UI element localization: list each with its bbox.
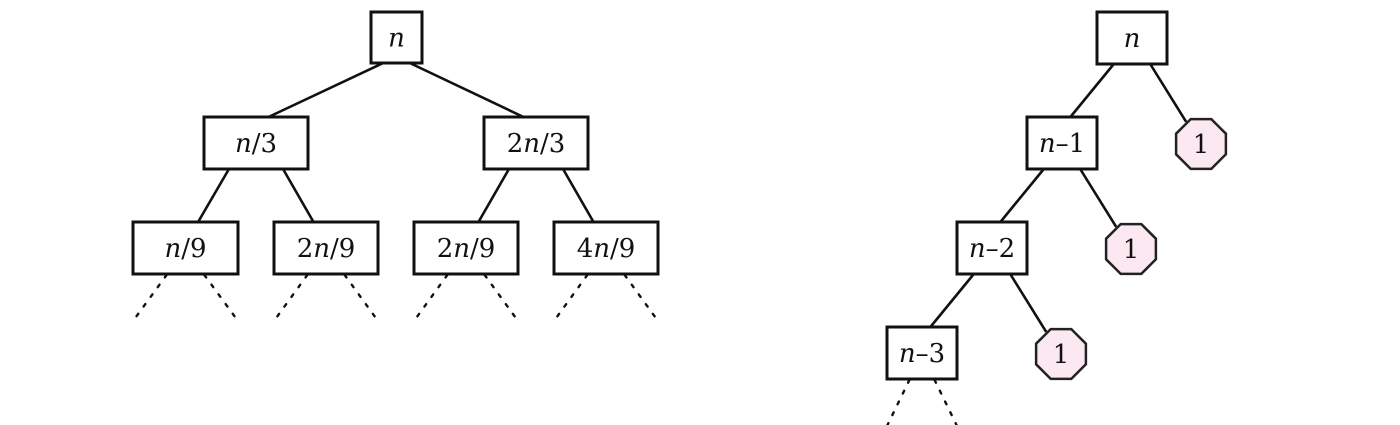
tree-node: n–1 (1025, 115, 1099, 171)
node-label: n/9 (164, 234, 206, 264)
continuation-line (933, 378, 958, 425)
tree-edge (409, 61, 525, 119)
box-shape (272, 220, 380, 276)
tree-node: 2n/9 (412, 220, 520, 276)
linear-recursion-tree: n n–1 1 n–2 1 n–3 1 (885, 10, 1228, 425)
tree-node: 4n/9 (552, 220, 660, 276)
node-label: 1 (1193, 130, 1210, 160)
tree-node: n (1095, 10, 1169, 66)
node-label: 2n/9 (297, 234, 356, 264)
continuation-line (483, 273, 520, 323)
node-label: n–1 (1039, 129, 1085, 159)
box-shape (131, 220, 240, 276)
box-shape (1025, 115, 1099, 171)
tree-edge (267, 61, 384, 119)
tree-edge (281, 168, 315, 223)
tree-edge (1069, 63, 1115, 118)
node-label: 4n/9 (577, 234, 636, 264)
tree-node: n/3 (202, 115, 310, 171)
box-shape (1095, 10, 1169, 66)
box-shape (482, 115, 590, 171)
node-label: 1 (1123, 235, 1140, 265)
leaf-node: 1 (1034, 327, 1088, 381)
node-label: n (388, 24, 405, 54)
continuation-line (623, 273, 660, 323)
node-label: 1 (1053, 340, 1070, 370)
node-label: n–2 (969, 234, 1015, 264)
box-shape (412, 220, 520, 276)
tree-edge (196, 168, 231, 223)
tree-edge (1079, 168, 1118, 228)
octagon-shape (1104, 222, 1158, 276)
continuation-line (272, 273, 309, 323)
tree-edge (477, 168, 511, 223)
continuation-line (343, 273, 380, 323)
octagon-shape (1034, 327, 1088, 381)
node-label: n–3 (899, 339, 945, 369)
box-shape (552, 220, 660, 276)
uneven-split-recursion-tree: n n/3 2n/3 n/9 2n/9 2n/9 4n/9 (131, 10, 660, 323)
box-shape (955, 220, 1029, 276)
continuation-line (131, 273, 168, 323)
tree-edge (1009, 273, 1048, 333)
box-shape (202, 115, 310, 171)
box-shape (369, 10, 424, 65)
tree-node: n–2 (955, 220, 1029, 276)
continuation-line (203, 273, 240, 323)
continuation-line (886, 378, 911, 425)
tree-edge (999, 168, 1045, 223)
node-label: 2n/9 (437, 234, 496, 264)
tree-node: n/9 (131, 220, 240, 276)
tree-edge (1149, 63, 1188, 123)
octagon-shape (1174, 117, 1228, 171)
tree-edge (929, 273, 975, 328)
node-label: n (1124, 24, 1141, 54)
box-shape (885, 325, 959, 381)
continuation-line (552, 273, 589, 323)
tree-edge (561, 168, 595, 223)
node-label: 2n/3 (507, 129, 566, 159)
tree-node: n–3 (885, 325, 959, 381)
continuation-line (412, 273, 449, 323)
tree-node: n (369, 10, 424, 65)
leaf-node: 1 (1104, 222, 1158, 276)
tree-node: 2n/9 (272, 220, 380, 276)
leaf-node: 1 (1174, 117, 1228, 171)
tree-node: 2n/3 (482, 115, 590, 171)
node-label: n/3 (235, 129, 277, 159)
